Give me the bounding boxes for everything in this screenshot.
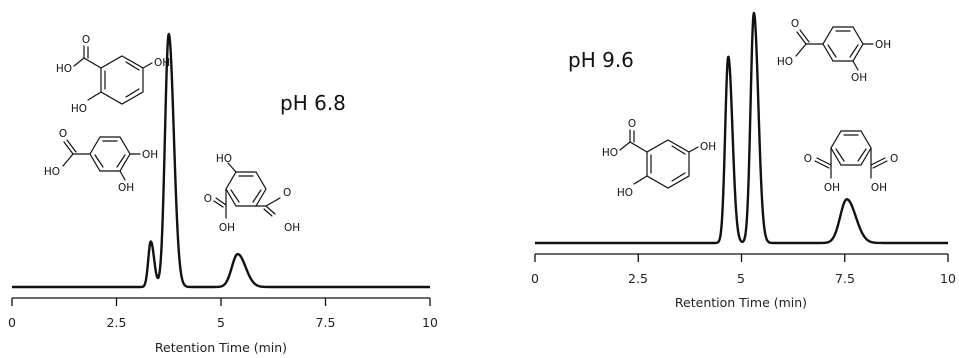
atom-label: HO xyxy=(777,56,793,68)
chart-ph-6-8: 0 2.5 5 7.5 10 Retention Time (min) pH 6… xyxy=(8,32,438,355)
atom-label: OH xyxy=(142,149,158,161)
x-tick-label-0: 0 xyxy=(531,271,539,286)
structure-isophthalic-acid: O OH O OH xyxy=(804,130,898,194)
structure-protocatechuic-acid: O HO OH OH xyxy=(777,18,891,84)
atom-label: HO xyxy=(617,187,633,199)
atom-label: OH xyxy=(824,182,840,194)
atom-label: O xyxy=(628,118,636,130)
x-tick-label-2-5: 2.5 xyxy=(107,315,127,330)
x-axis-title-ph-6-8: Retention Time (min) xyxy=(155,340,287,355)
atom-label: OH xyxy=(118,182,134,194)
atom-label: OH xyxy=(700,141,716,153)
x-tick-label-5: 5 xyxy=(737,271,745,286)
atom-label: O xyxy=(791,18,799,30)
atom-label: O xyxy=(82,34,90,46)
x-tick-label-10: 10 xyxy=(422,315,438,330)
x-axis-title-ph-9-6: Retention Time (min) xyxy=(675,295,807,310)
atom-label: OH xyxy=(875,39,891,51)
atom-label: OH xyxy=(154,57,170,69)
structure-gentisic-acid: O HO HO OH xyxy=(56,34,170,115)
atom-label: O xyxy=(804,153,812,165)
atom-label: HO xyxy=(44,166,60,178)
atom-label: O xyxy=(59,128,67,140)
ph-label-9-6: pH 9.6 xyxy=(568,48,634,72)
x-tick-label-5: 5 xyxy=(217,315,225,330)
atom-label: HO xyxy=(216,153,232,165)
x-tick-label-2-5: 2.5 xyxy=(628,271,648,286)
structure-protocatechuic-acid: O HO OH OH xyxy=(44,128,158,194)
ph-label-6-8: pH 6.8 xyxy=(280,91,346,115)
atom-label: O xyxy=(890,153,898,165)
atom-label: HO xyxy=(602,147,618,159)
atom-label: OH xyxy=(219,222,235,234)
chart-ph-9-6: 0 2.5 5 7.5 10 Retention Time (min) pH 9… xyxy=(531,11,956,310)
atom-label: O xyxy=(283,187,291,199)
chromatogram-trace-ph-6-8 xyxy=(11,32,431,289)
atom-label: OH xyxy=(284,222,300,234)
x-tick-label-10: 10 xyxy=(940,271,956,286)
structure-hydroxyisophthalic-acid: HO O OH O OH xyxy=(204,153,300,234)
atom-label: OH xyxy=(871,182,887,194)
x-ticks-ph-9-6 xyxy=(534,254,949,262)
atom-label: HO xyxy=(71,103,87,115)
atom-label: O xyxy=(204,193,212,205)
x-ticks-ph-6-8 xyxy=(11,298,431,306)
atom-label: OH xyxy=(851,72,867,84)
x-tick-label-7-5: 7.5 xyxy=(316,315,336,330)
chromatogram-trace-ph-9-6 xyxy=(534,11,949,245)
atom-label: HO xyxy=(56,63,72,75)
x-tick-label-0: 0 xyxy=(8,315,16,330)
structure-gentisic-acid: O HO HO OH xyxy=(602,118,716,199)
x-tick-label-7-5: 7.5 xyxy=(835,271,855,286)
